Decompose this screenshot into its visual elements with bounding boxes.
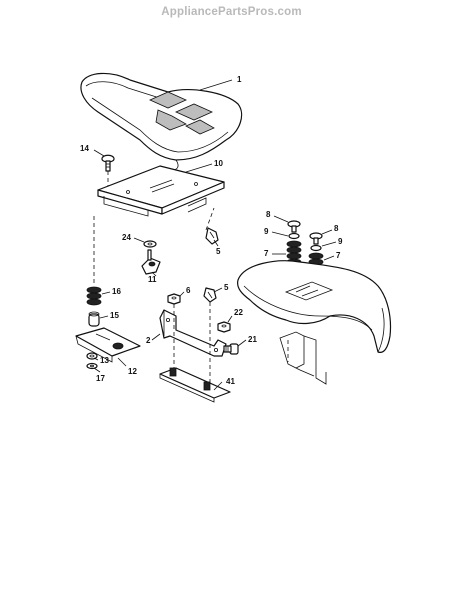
callout-14: 14 [80, 144, 89, 153]
washer-part[interactable] [143, 240, 157, 248]
bushing-part[interactable] [88, 311, 100, 327]
fender-part[interactable] [237, 260, 392, 385]
callout-8-left: 8 [266, 210, 271, 219]
clip-part-upper[interactable] [205, 227, 219, 245]
callout-6: 6 [186, 286, 191, 295]
spring-cap-left[interactable] [287, 220, 301, 233]
callout-8-right: 8 [334, 224, 339, 233]
hex-nut-part[interactable] [167, 293, 181, 305]
callout-22: 22 [234, 308, 243, 317]
callout-16: 16 [112, 287, 121, 296]
spring-cap-right[interactable] [309, 232, 323, 245]
seat-part[interactable] [80, 72, 243, 171]
spring-washer-right[interactable] [310, 244, 322, 252]
flange-nut-part[interactable] [217, 321, 231, 333]
callout-5-upper: 5 [216, 247, 221, 256]
callout-41: 41 [226, 377, 235, 386]
callout-21: 21 [248, 335, 257, 344]
callout-15: 15 [110, 311, 119, 320]
callout-9-right: 9 [338, 237, 343, 246]
callout-5-lower: 5 [224, 283, 229, 292]
callout-7-right: 7 [336, 251, 341, 260]
callout-2: 2 [146, 336, 151, 345]
spring-washer-left[interactable] [288, 232, 300, 240]
knob-part[interactable] [141, 249, 161, 275]
mounting-plate-part[interactable] [159, 367, 231, 403]
callout-10: 10 [214, 159, 223, 168]
callout-13: 13 [100, 356, 109, 365]
leader-5a-dash [205, 207, 215, 231]
seat-spring-part[interactable] [86, 286, 102, 306]
seat-bracket-part[interactable] [159, 309, 227, 357]
shoulder-bolt-part[interactable] [223, 343, 239, 355]
carriage-bolt-part[interactable] [101, 154, 115, 172]
seat-pan-part[interactable] [97, 165, 225, 217]
callout-11: 11 [148, 275, 157, 284]
nut-part[interactable] [86, 352, 98, 360]
callout-9-left: 9 [264, 227, 269, 236]
watermark: AppliancePartsPros.com [161, 6, 302, 18]
leader-1 [199, 79, 233, 91]
callout-24: 24 [122, 233, 131, 242]
lock-washer-part[interactable] [86, 362, 98, 370]
callout-12: 12 [128, 367, 137, 376]
clip-part-lower[interactable] [203, 287, 217, 303]
callout-17: 17 [96, 374, 105, 383]
leader-lines [93, 149, 337, 391]
callout-1: 1 [237, 75, 242, 84]
callout-7-left: 7 [264, 249, 269, 258]
